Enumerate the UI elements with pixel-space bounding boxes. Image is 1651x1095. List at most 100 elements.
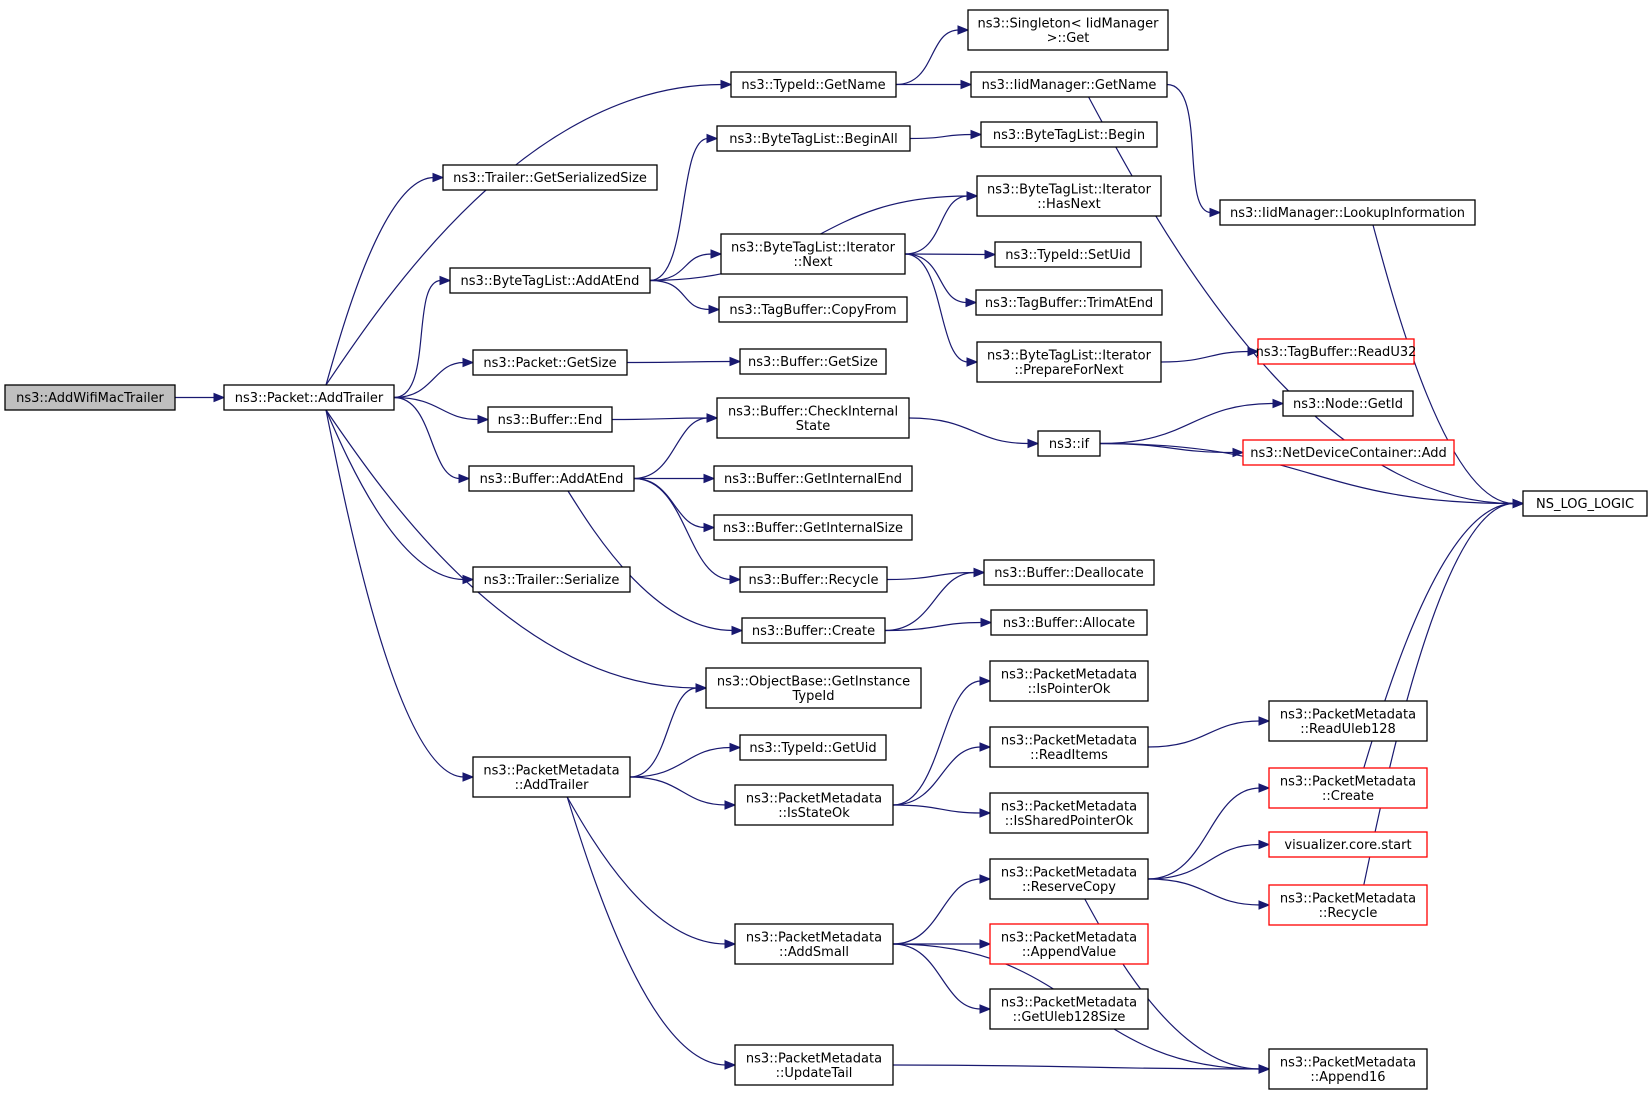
node-label: ns3::ByteTagList::Iterator — [987, 182, 1152, 197]
edge-btl-it-next-to-tagbuf-trim — [904, 253, 978, 308]
node-btl-beginall[interactable]: ns3::ByteTagList::BeginAll — [716, 125, 911, 152]
node-ndc-add[interactable]: ns3::NetDeviceContainer::Add — [1242, 439, 1455, 466]
node-box — [983, 559, 1155, 586]
node-pm-issharedptr[interactable]: ns3::PacketMetadata::IsSharedPointerOk — [989, 792, 1149, 834]
node-label: ns3::Buffer::GetInternalSize — [723, 521, 903, 536]
arrow-head-icon — [458, 473, 471, 484]
node-packet-getsize[interactable]: ns3::Packet::GetSize — [472, 349, 628, 376]
edge-line — [393, 396, 461, 480]
node-typeid-getname[interactable]: ns3::TypeId::GetName — [730, 71, 897, 98]
edge-line — [884, 571, 976, 632]
node-buffer-recycle[interactable]: ns3::Buffer::Recycle — [739, 566, 888, 593]
node-btl-begin[interactable]: ns3::ByteTagList::Begin — [980, 121, 1158, 148]
node-tagbuf-trim[interactable]: ns3::TagBuffer::TrimAtEnd — [975, 289, 1163, 316]
arrow-head-icon — [1258, 1064, 1271, 1074]
edge-typeid-getname-to-iid-getname — [895, 79, 973, 90]
node-pm-addtrailer[interactable]: ns3::PacketMetadata::AddTrailer — [472, 756, 631, 798]
node-vis-start[interactable]: visualizer.core.start — [1268, 831, 1428, 858]
node-btl-it-prep[interactable]: ns3::ByteTagList::Iterator::PrepareForNe… — [976, 341, 1162, 383]
arrow-head-icon — [729, 574, 742, 585]
node-iid-lookup[interactable]: ns3::IidManager::LookupInformation — [1219, 199, 1476, 226]
node-label: ns3::Buffer::End — [498, 413, 603, 428]
node-buffer-end[interactable]: ns3::Buffer::End — [487, 406, 613, 433]
node-box — [989, 792, 1149, 834]
node-pm-recycle[interactable]: ns3::PacketMetadata::Recycle — [1268, 884, 1428, 926]
edge-pm-reservecopy-to-vis-start — [1147, 839, 1271, 880]
node-buffer-getintend[interactable]: ns3::Buffer::GetInternalEnd — [713, 465, 913, 492]
node-label: ns3::Trailer::GetSerializedSize — [453, 171, 647, 186]
edge-pm-addtrailer-to-pm-isstateok — [629, 776, 737, 810]
node-trailer-ser[interactable]: ns3::Trailer::Serialize — [472, 566, 631, 593]
node-box — [730, 71, 897, 98]
node-buffer-addatend[interactable]: ns3::Buffer::AddAtEnd — [468, 465, 635, 492]
edge-buffer-checkint-to-ns3-if — [908, 417, 1040, 449]
node-pm-readitems[interactable]: ns3::PacketMetadata::ReadItems — [989, 726, 1149, 768]
node-pm-ispointerok[interactable]: ns3::PacketMetadata::IsPointerOk — [989, 660, 1149, 702]
node-box — [989, 923, 1149, 965]
edge-pm-updatetail-to-pm-append16 — [892, 1064, 1271, 1074]
node-label: NS_LOG_LOGIC — [1536, 497, 1634, 512]
edge-line — [904, 253, 969, 363]
node-typeid-getuid[interactable]: ns3::TypeId::GetUid — [739, 734, 887, 761]
node-ns-log-logic[interactable]: NS_LOG_LOGIC — [1522, 490, 1648, 517]
node-label: ns3::ObjectBase::GetInstance — [717, 674, 910, 689]
node-label: ns3::ByteTagList::Iterator — [987, 348, 1152, 363]
node-buffer-getintsize[interactable]: ns3::Buffer::GetInternalSize — [713, 514, 913, 541]
node-label: ::IsSharedPointerOk — [1005, 814, 1134, 829]
node-btl-it-next[interactable]: ns3::ByteTagList::Iterator::Next — [720, 233, 906, 275]
node-pm-updatetail[interactable]: ns3::PacketMetadata::UpdateTail — [734, 1044, 894, 1086]
node-buffer-alloc[interactable]: ns3::Buffer::Allocate — [990, 609, 1148, 636]
edge-line — [1099, 402, 1275, 445]
node-label: >::Get — [1047, 31, 1090, 46]
node-label: ns3::ByteTagList::Begin — [993, 128, 1145, 143]
node-pm-append16[interactable]: ns3::PacketMetadata::Append16 — [1268, 1048, 1428, 1090]
node-tagbuf-copyfrom[interactable]: ns3::TagBuffer::CopyFrom — [718, 296, 908, 323]
node-pm-getuleb[interactable]: ns3::PacketMetadata::GetUleb128Size — [989, 988, 1149, 1030]
node-trailer-getser[interactable]: ns3::Trailer::GetSerializedSize — [442, 164, 658, 191]
node-typeid-setuid[interactable]: ns3::TypeId::SetUid — [994, 241, 1142, 268]
node-iid-getname[interactable]: ns3::IidManager::GetName — [970, 71, 1168, 98]
node-buffer-create[interactable]: ns3::Buffer::Create — [741, 617, 886, 644]
node-label: ns3::PacketMetadata — [1280, 1055, 1416, 1070]
node-label: ns3::Buffer::Recycle — [748, 573, 878, 588]
node-singleton-get[interactable]: ns3::Singleton< IidManager>::Get — [967, 9, 1169, 51]
arrow-head-icon — [710, 249, 723, 259]
edge-pkt-addtrailer-to-buffer-end — [393, 396, 490, 425]
node-pm-reservecopy[interactable]: ns3::PacketMetadata::ReserveCopy — [989, 858, 1149, 900]
node-buffer-dealloc[interactable]: ns3::Buffer::Deallocate — [983, 559, 1155, 586]
arrow-head-icon — [706, 133, 719, 144]
node-btl-it-hasnext[interactable]: ns3::ByteTagList::Iterator::HasNext — [976, 175, 1162, 217]
node-ns3-if[interactable]: ns3::if — [1037, 430, 1101, 457]
node-label: ns3::PacketMetadata — [1001, 865, 1137, 880]
node-label: ns3::TagBuffer::ReadU32 — [1256, 345, 1417, 360]
arrow-head-icon — [462, 357, 475, 368]
edge-pkt-addtrailer-to-typeid-getname — [325, 79, 733, 386]
node-box — [705, 667, 922, 709]
node-node-getid[interactable]: ns3::Node::GetId — [1282, 390, 1414, 417]
edge-line — [892, 943, 982, 1010]
node-label: ns3::Buffer::Create — [752, 624, 875, 639]
node-label: ::IsStateOk — [778, 806, 850, 821]
node-pm-isstateok[interactable]: ns3::PacketMetadata::IsStateOk — [734, 784, 894, 826]
edge-pm-reservecopy-to-pm-create — [1147, 783, 1271, 880]
node-pm-create[interactable]: ns3::PacketMetadata::Create — [1268, 767, 1428, 809]
node-pm-readuleb[interactable]: ns3::PacketMetadata::ReadUleb128 — [1268, 700, 1428, 742]
node-btl-addatend[interactable]: ns3::ByteTagList::AddAtEnd — [449, 267, 651, 294]
node-buffer-getsize[interactable]: ns3::Buffer::GetSize — [739, 348, 887, 375]
edge-pkt-addtrailer-to-btl-addatend — [393, 275, 452, 399]
node-tagbuf-readu32[interactable]: ns3::TagBuffer::ReadU32 — [1256, 338, 1417, 365]
node-pm-addsmall[interactable]: ns3::PacketMetadata::AddSmall — [734, 923, 894, 965]
node-pm-appendvalue[interactable]: ns3::PacketMetadata::AppendValue — [989, 923, 1149, 965]
edge-line — [325, 409, 698, 689]
node-pkt-addtrailer[interactable]: ns3::Packet::AddTrailer — [223, 384, 395, 411]
edge-line — [566, 796, 727, 1066]
arrow-head-icon — [213, 392, 226, 403]
node-label: TypeId — [792, 689, 835, 704]
arrow-head-icon — [706, 413, 719, 423]
arrow-head-icon — [729, 356, 742, 367]
node-box — [223, 384, 395, 411]
node-root[interactable]: ns3::AddWifiMacTrailer — [4, 384, 176, 411]
edge-btl-addatend-to-tagbuf-copyfrom — [649, 279, 721, 315]
